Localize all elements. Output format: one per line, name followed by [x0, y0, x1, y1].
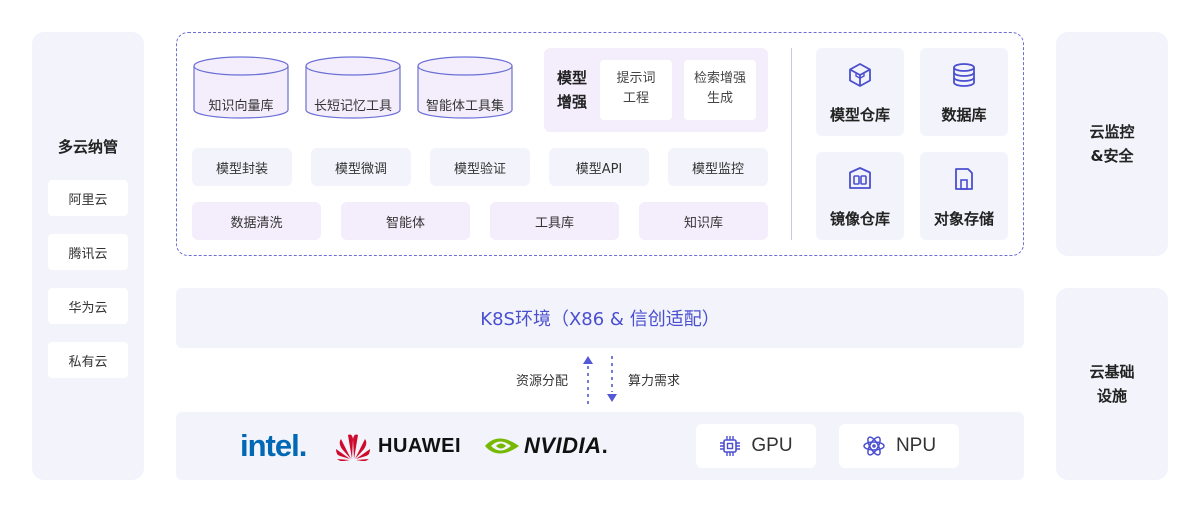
intel-text: intel	[240, 428, 300, 463]
storage-image-repo[interactable]: 镜像仓库	[816, 152, 904, 240]
store-label: 长短记忆工具	[313, 99, 392, 114]
k8s-environment-bar: K8S环境（X86 & 信创适配）	[176, 288, 1024, 348]
cloud-infra-panel: 云基础 设施	[1056, 288, 1168, 480]
huawei-text: HUAWEI	[378, 434, 461, 457]
atom-icon	[863, 436, 885, 456]
cloud-monitor-line2: &安全	[1090, 147, 1134, 165]
sd-card-icon	[955, 168, 973, 190]
npu-label: NPU	[895, 435, 937, 456]
cube-icon	[849, 63, 871, 87]
gpu-label: GPU	[751, 435, 793, 456]
model-enhance-label: 模型 增强	[552, 66, 592, 114]
nvidia-eye-icon	[485, 438, 519, 454]
hardware-bar: intel . HUAWEI NVIDIA .	[176, 412, 1024, 480]
prompt-engineering-box[interactable]: 提示词 工程	[600, 60, 672, 120]
model-enhance-label-line2: 增强	[556, 93, 587, 111]
model-op-api[interactable]: 模型API	[549, 148, 649, 186]
resource-allocation-label: 资源分配	[516, 374, 569, 389]
service-agent[interactable]: 智能体	[341, 202, 470, 240]
service-tool-library[interactable]: 工具库	[490, 202, 619, 240]
storage-label: 模型仓库	[829, 106, 890, 124]
model-op-package[interactable]: 模型封装	[192, 148, 292, 186]
nvidia-dot: .	[601, 433, 608, 458]
container-image-icon	[849, 167, 871, 189]
huawei-flower-icon	[336, 434, 370, 461]
storage-label: 数据库	[941, 106, 987, 124]
storage-label: 镜像仓库	[829, 210, 890, 228]
storage-database[interactable]: 数据库	[920, 48, 1008, 136]
service-data-cleaning[interactable]: 数据清洗	[192, 202, 321, 240]
cloud-infra-line2: 设施	[1096, 387, 1127, 405]
prompt-engineering-line2: 工程	[622, 91, 649, 106]
database-icon	[953, 63, 975, 87]
rag-box[interactable]: 检索增强 生成	[684, 60, 756, 120]
resource-flow: 资源分配 算力需求	[500, 352, 700, 408]
cylinder-icon	[193, 56, 289, 119]
chip-icon	[720, 436, 741, 456]
cylinder-icon	[305, 56, 401, 119]
store-agent-tools[interactable]: 智能体工具集	[417, 55, 513, 125]
platform-box: 知识向量库 长短记忆工具 智能体工具集 模型 增强 提示词 工程 检索增强 生成…	[176, 32, 1024, 256]
model-op-monitor[interactable]: 模型监控	[668, 148, 768, 186]
rag-line1: 检索增强	[693, 71, 746, 86]
store-label: 知识向量库	[208, 99, 274, 114]
cloud-item-private[interactable]: 私有云	[48, 342, 128, 378]
cloud-infra-line1: 云基础	[1089, 363, 1135, 381]
model-op-validate[interactable]: 模型验证	[430, 148, 530, 186]
model-op-finetune[interactable]: 模型微调	[311, 148, 411, 186]
cloud-item-aliyun[interactable]: 阿里云	[48, 180, 128, 216]
prompt-engineering-line1: 提示词	[616, 71, 656, 86]
storage-object[interactable]: 对象存储	[920, 152, 1008, 240]
rag-line2: 生成	[706, 91, 733, 106]
divider	[791, 48, 792, 240]
storage-label: 对象存储	[933, 210, 994, 228]
store-label: 智能体工具集	[425, 99, 504, 114]
cylinder-icon	[417, 56, 513, 119]
nvidia-text: NVIDIA	[524, 433, 602, 458]
multi-cloud-panel: 多云纳管 阿里云 腾讯云 华为云 私有云	[32, 32, 144, 480]
model-enhance-label-line1: 模型	[556, 69, 587, 87]
cloud-item-huawei[interactable]: 华为云	[48, 288, 128, 324]
service-knowledge-base[interactable]: 知识库	[639, 202, 768, 240]
storage-model-repo[interactable]: 模型仓库	[816, 48, 904, 136]
store-knowledge-vector[interactable]: 知识向量库	[193, 55, 289, 125]
flow-arrows-icon	[583, 356, 617, 404]
gpu-chip[interactable]: GPU	[696, 424, 816, 468]
huawei-logo: HUAWEI	[334, 430, 461, 462]
cloud-monitor-panel: 云监控 &安全	[1056, 32, 1168, 256]
intel-logo: intel .	[240, 428, 308, 463]
compute-demand-label: 算力需求	[628, 374, 681, 389]
cloud-item-tencent[interactable]: 腾讯云	[48, 234, 128, 270]
model-enhance-panel: 模型 增强 提示词 工程 检索增强 生成	[544, 48, 768, 132]
cloud-monitor-line1: 云监控	[1089, 123, 1135, 141]
nvidia-logo: NVIDIA .	[484, 430, 608, 462]
npu-chip[interactable]: NPU	[839, 424, 959, 468]
intel-dot: .	[298, 428, 308, 463]
store-memory-tools[interactable]: 长短记忆工具	[305, 55, 401, 125]
multi-cloud-title: 多云纳管	[57, 138, 118, 156]
